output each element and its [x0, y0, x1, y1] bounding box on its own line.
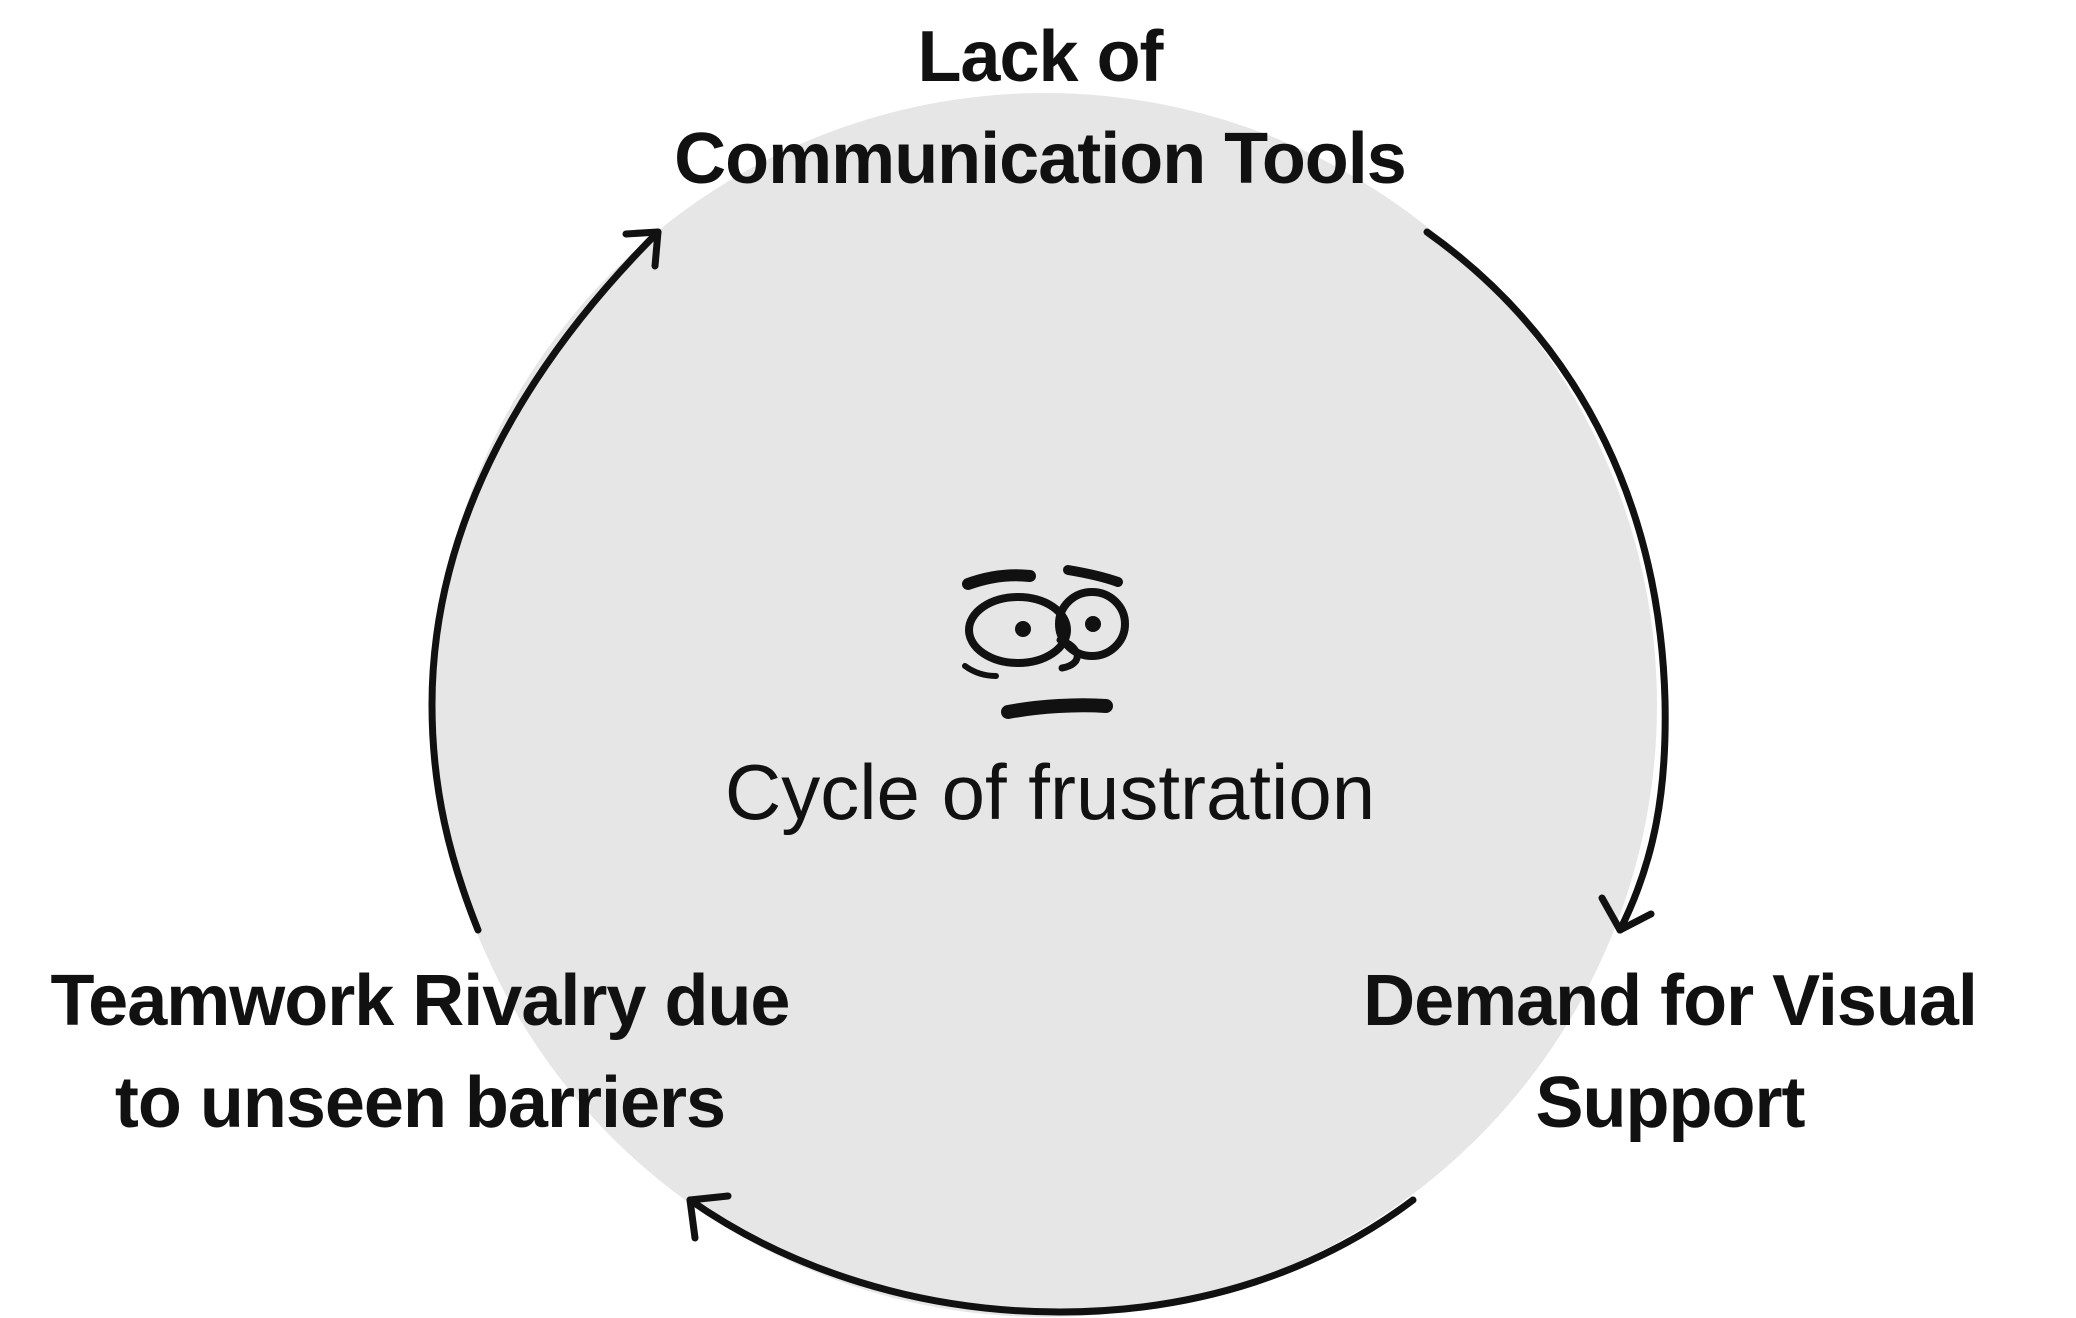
node-top-line-2: Communication Tools	[674, 119, 1407, 199]
arrow-right-to-left-head	[686, 1192, 732, 1242]
node-right-line-1: Demand for Visual	[1363, 961, 1978, 1041]
arrow-top-to-right-head	[1598, 894, 1655, 934]
cycle-node-teamwork-rivalry: Teamwork Rivalry due to unseen barriers	[0, 950, 840, 1154]
cycle-node-lack-of-communication-tools: Lack of Communication Tools	[580, 6, 1500, 210]
node-left-line-2: to unseen barriers	[114, 1063, 726, 1143]
arrow-top-to-right-line	[1423, 228, 1669, 934]
arrow-right-to-left-line	[686, 1196, 1417, 1316]
arrow-left-to-top	[428, 228, 662, 934]
arrow-top-to-right	[1423, 228, 1669, 934]
arrow-right-to-left	[686, 1192, 1417, 1316]
frustrated-face-icon	[962, 565, 1129, 719]
node-right-line-2: Support	[1535, 1063, 1806, 1143]
arrow-left-to-top-line	[428, 228, 662, 934]
arrow-left-to-top-head	[622, 228, 662, 270]
node-top-line-1: Lack of	[917, 17, 1163, 97]
node-left-line-1: Teamwork Rivalry due	[50, 961, 791, 1041]
cycle-node-demand-for-visual-support: Demand for Visual Support	[1260, 950, 2076, 1154]
center-title: Cycle of frustration	[724, 748, 1376, 836]
